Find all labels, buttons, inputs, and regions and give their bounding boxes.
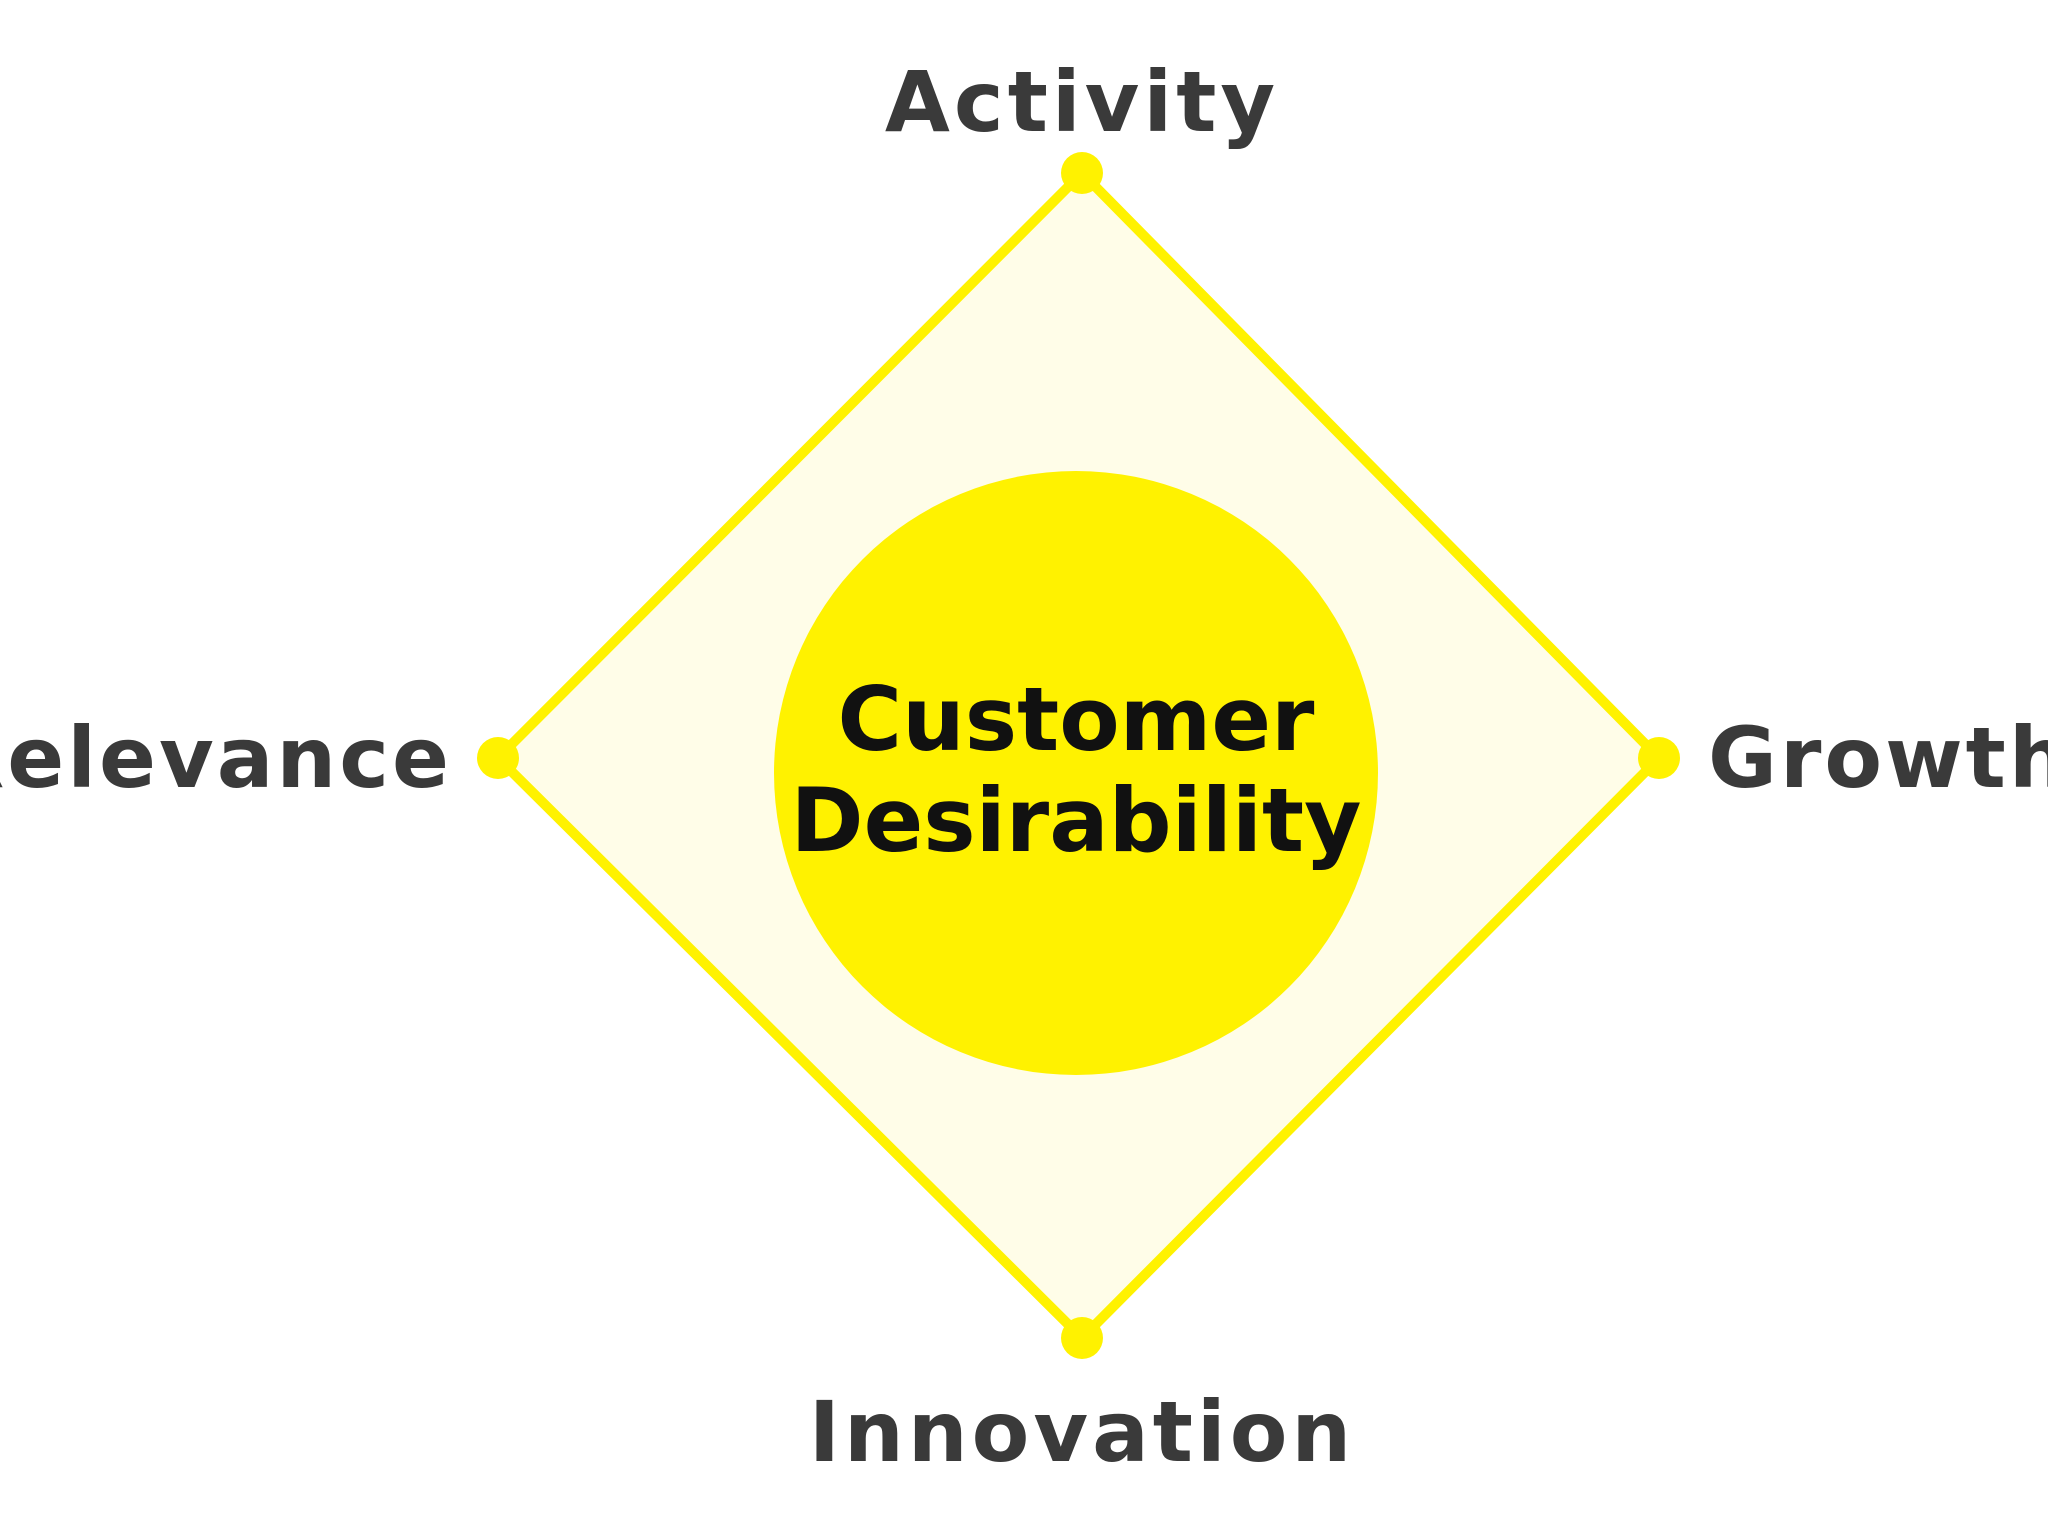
center-circle (774, 471, 1378, 1075)
node-label-relevance: Relevance (0, 709, 452, 807)
node-label-activity: Activity (884, 53, 1280, 151)
node-dot-left (477, 737, 519, 779)
center-title-line1: Customer (837, 667, 1315, 771)
node-label-innovation: Innovation (808, 1383, 1356, 1481)
node-dot-right (1638, 737, 1680, 779)
center-title-line2: Desirability (790, 769, 1362, 872)
node-dot-top (1061, 152, 1103, 194)
node-label-growth: Growth (1708, 709, 2048, 807)
center-title: Customer Desirability (790, 667, 1362, 872)
node-dot-bottom (1061, 1317, 1103, 1359)
